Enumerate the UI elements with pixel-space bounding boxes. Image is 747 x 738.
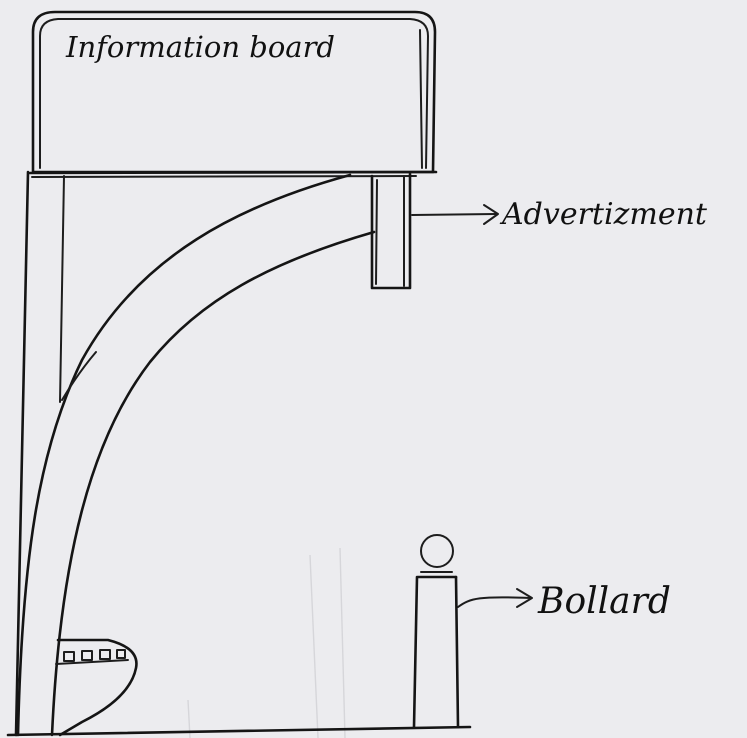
advertisement-callout: Advertizment <box>412 197 708 232</box>
advertisement-label: Advertizment <box>499 197 708 232</box>
bollard-label: Bollard <box>537 581 671 622</box>
information-board-label: Information board <box>65 30 335 64</box>
bollard-head <box>421 535 453 567</box>
bollard <box>414 535 458 727</box>
advertisement-panel <box>372 174 410 288</box>
bollard-callout: Bollard <box>458 581 671 622</box>
information-board: Information board <box>30 12 436 177</box>
ground-line <box>8 727 470 735</box>
ticket-slot <box>56 640 136 735</box>
advertisement-arrow <box>412 214 496 215</box>
paper-texture <box>188 548 345 738</box>
